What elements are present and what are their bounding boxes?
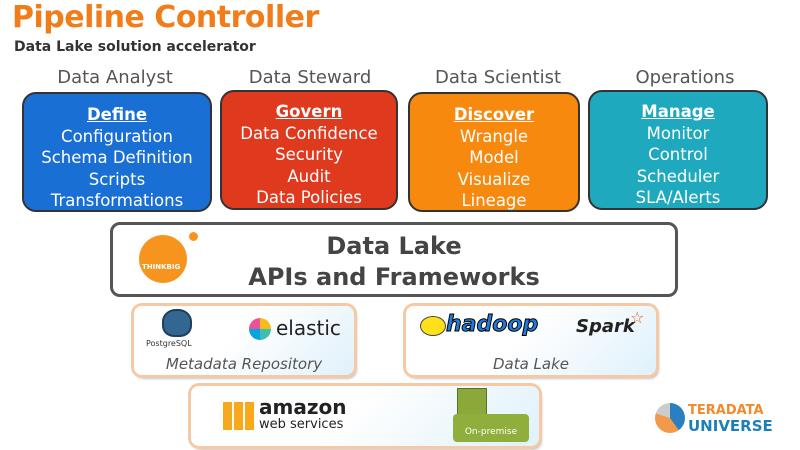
role-data-steward: Data Steward bbox=[248, 67, 372, 88]
box-item: Audit bbox=[287, 166, 331, 186]
discover-heading: Discover bbox=[453, 105, 535, 124]
elastic-label: elastic bbox=[276, 316, 341, 340]
slide-subtitle: Data Lake solution accelerator bbox=[14, 39, 256, 55]
metadata-caption: Metadata Repository bbox=[165, 355, 323, 373]
box-item: Schema Definition bbox=[41, 148, 193, 167]
box-item: Configuration bbox=[61, 126, 173, 146]
discover-box: Discover Wrangle Model Visualize Lineage bbox=[408, 92, 580, 212]
hadoop-elephant-icon bbox=[420, 316, 446, 336]
role-operations: Operations bbox=[635, 67, 735, 88]
aws-cubes-icon bbox=[223, 402, 255, 430]
govern-box: Govern Data Confidence Security Audit Da… bbox=[220, 90, 398, 210]
box-item: Monitor bbox=[646, 123, 710, 143]
data-lake-caption: Data Lake bbox=[492, 355, 570, 373]
spark-label: Spark bbox=[576, 316, 635, 337]
data-lake-apis-box: THINKBIG Data Lake APIs and Frameworks bbox=[110, 222, 678, 297]
lake-title: Data Lake bbox=[326, 232, 462, 260]
role-data-analyst: Data Analyst bbox=[57, 67, 173, 88]
role-data-scientist: Data Scientist bbox=[435, 67, 561, 88]
define-heading: Define bbox=[86, 105, 148, 124]
infrastructure-box: amazon web services On-premise bbox=[191, 386, 539, 446]
manage-box: Manage Monitor Control Scheduler SLA/Ale… bbox=[588, 90, 768, 210]
postgresql-elephant-icon bbox=[162, 309, 192, 337]
box-item: Lineage bbox=[461, 191, 527, 210]
spark-star-icon: ☆ bbox=[630, 308, 645, 327]
on-premise-label: On-premise bbox=[453, 414, 529, 442]
postgresql-label: PostgreSQL bbox=[146, 339, 192, 348]
slide-title: Pipeline Controller bbox=[12, 0, 319, 35]
thinkbig-logo: THINKBIG bbox=[139, 235, 187, 283]
amazon-label: amazon bbox=[259, 395, 347, 419]
teradata-globe-icon bbox=[655, 403, 685, 433]
teradata-label: TERADATA bbox=[688, 403, 764, 418]
govern-heading: Govern bbox=[275, 102, 343, 121]
logo-dot bbox=[189, 232, 198, 241]
box-item: Model bbox=[469, 148, 519, 167]
thinkbig-logo-text: THINKBIG bbox=[142, 263, 181, 271]
box-item: Scripts bbox=[88, 169, 146, 189]
box-item: Security bbox=[275, 145, 343, 164]
universe-label: UNIVERSE bbox=[688, 417, 773, 435]
elastic-logo-icon bbox=[249, 318, 271, 340]
box-item: Visualize bbox=[457, 169, 531, 189]
metadata-repository-box: PostgreSQL elastic Metadata Repository bbox=[134, 306, 354, 375]
webservices-label: web services bbox=[259, 417, 344, 432]
box-item: Data Confidence bbox=[240, 123, 378, 143]
define-box: Define Configuration Schema Definition S… bbox=[22, 92, 212, 212]
hadoop-label: hadoop bbox=[445, 312, 539, 338]
lake-subtitle: APIs and Frameworks bbox=[248, 263, 540, 291]
box-item: Wrangle bbox=[459, 126, 529, 146]
box-item: Control bbox=[648, 145, 708, 164]
manage-heading: Manage bbox=[641, 102, 715, 121]
box-item: Data Policies bbox=[256, 188, 362, 207]
data-lake-box: hadoop Spark ☆ Data Lake bbox=[406, 306, 656, 375]
box-item: Transformations bbox=[50, 191, 184, 210]
box-item: Scheduler bbox=[636, 166, 720, 186]
box-item: SLA/Alerts bbox=[635, 188, 721, 207]
